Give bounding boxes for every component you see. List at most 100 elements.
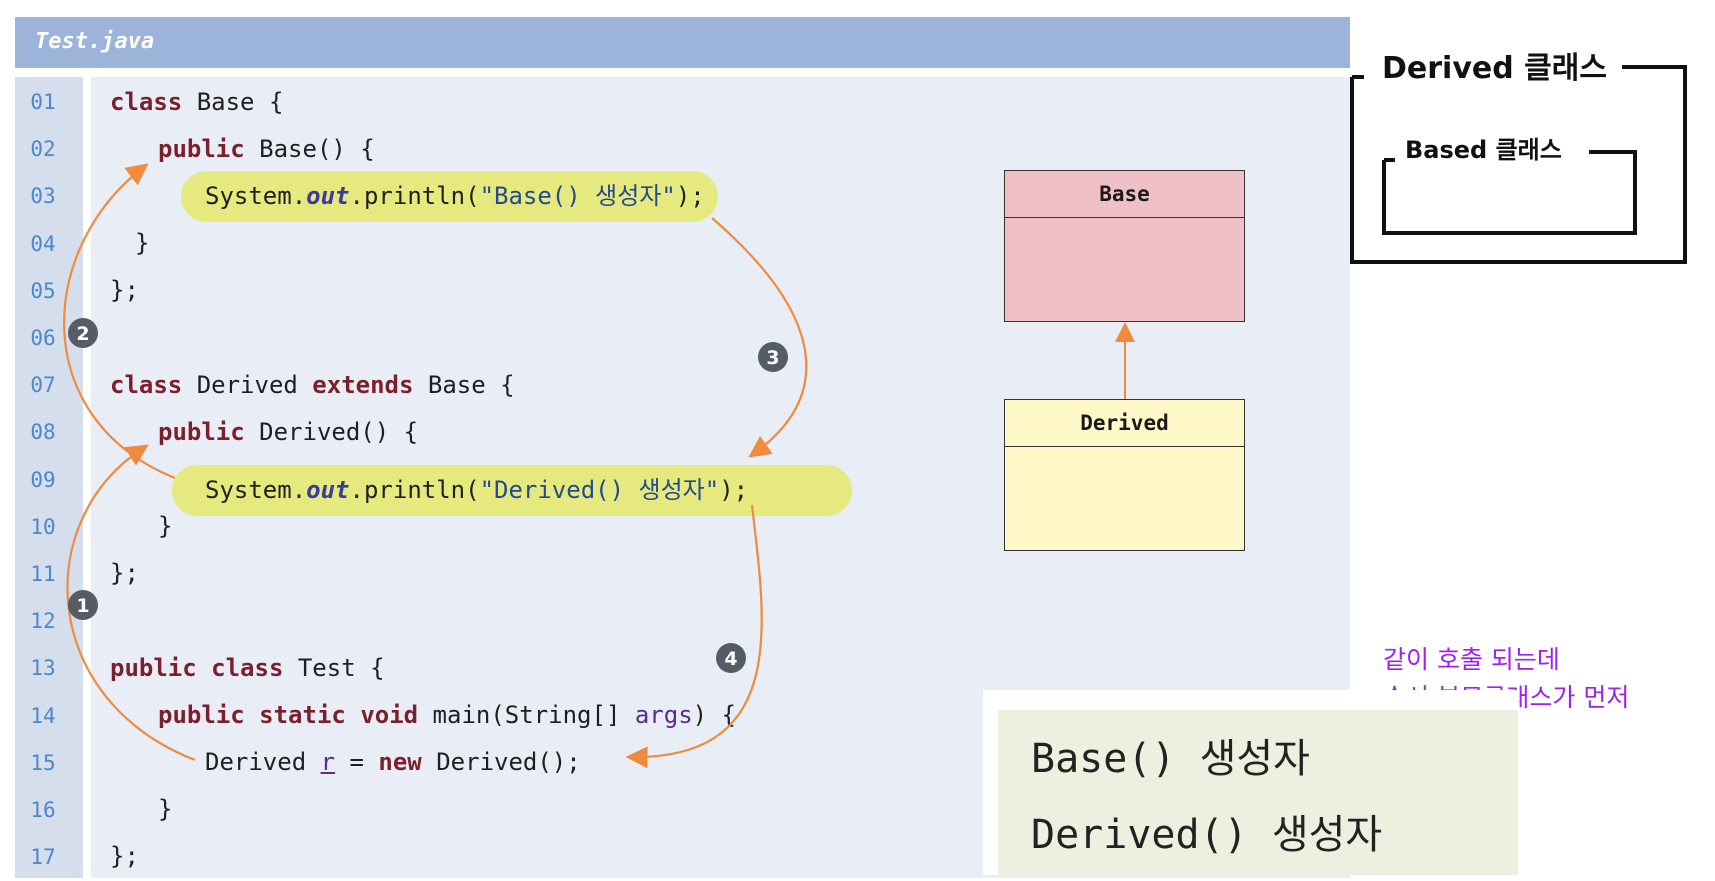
handwritten-outer-label: Derived 클래스 — [1382, 51, 1607, 86]
field-name: out — [306, 476, 350, 504]
line-number: 02 — [30, 137, 56, 162]
code-line-03: System.out.println("Base() 생성자"); — [205, 173, 705, 220]
code-text: } — [135, 229, 150, 257]
keyword: class — [110, 88, 183, 116]
line-number: 13 — [30, 656, 56, 681]
code-line-17: }; — [110, 833, 139, 880]
code-line-15: Derived r = new Derived(); — [205, 739, 581, 786]
code-line-01: class Base { — [110, 79, 283, 126]
code-text: ); — [675, 182, 705, 210]
variable-name: r — [320, 748, 336, 776]
code-text: Derived(); — [421, 748, 581, 776]
highlight-line-09 — [172, 465, 852, 516]
parameter-name: args — [634, 701, 693, 729]
step-marker-3-label: 3 — [766, 347, 779, 369]
code-text: Derived() { — [244, 418, 419, 446]
code-text: main(String[] — [418, 701, 635, 729]
line-number: 17 — [30, 845, 56, 870]
code-text: Test { — [283, 654, 385, 682]
line-number: 16 — [30, 798, 56, 822]
step-marker-2: 2 — [68, 318, 98, 348]
code-line-14: public static void main(String[] args) { — [158, 692, 736, 739]
code-line-07: class Derived extends Base { — [110, 362, 515, 409]
code-line-16: } — [158, 786, 172, 833]
handwritten-inner-box — [1382, 150, 1637, 235]
uml-base-title: Base — [1005, 171, 1244, 218]
step-marker-2-label: 2 — [76, 323, 89, 345]
flow-arrow-3 — [711, 217, 808, 458]
code-line-09: System.out.println("Derived() 생성자"); — [205, 467, 748, 514]
code-text: Base { — [413, 371, 515, 399]
code-text: System. — [205, 182, 307, 210]
step-marker-3: 3 — [758, 342, 788, 372]
code-line-11: }; — [110, 550, 139, 597]
line-number: 09 — [30, 467, 56, 492]
keyword: class — [110, 371, 183, 399]
step-marker-1-label: 1 — [76, 595, 89, 617]
line-number: 01 — [30, 90, 56, 114]
keyword: public — [110, 654, 197, 682]
console-output-panel: Base() 생성자 Derived() 생성자 — [983, 690, 1518, 875]
code-line-13: public class Test { — [110, 645, 385, 692]
line-number-gutter — [15, 77, 83, 878]
line-number: 04 — [30, 231, 56, 256]
line-number: 07 — [30, 373, 56, 398]
code-text: = — [335, 748, 379, 776]
note-line-1: 같이 호출 되는데 — [1383, 645, 1560, 674]
step-marker-1: 1 — [68, 590, 98, 620]
highlight-line-03 — [181, 171, 718, 222]
console-output: Base() 생성자 Derived() 생성자 — [998, 710, 1518, 875]
line-number: 15 — [30, 750, 56, 775]
keyword: public — [158, 135, 245, 163]
string-literal: "Base() 생성자" — [479, 182, 676, 210]
uml-derived-class: Derived — [1004, 399, 1245, 551]
output-line-1: Base() 생성자 — [1031, 736, 1310, 782]
flow-arrow-2 — [63, 163, 176, 480]
uml-base-class: Base — [1004, 170, 1245, 322]
uml-derived-title: Derived — [1005, 400, 1244, 447]
line-number: 05 — [30, 278, 56, 303]
handwritten-inner-label: Based 클래스 — [1405, 136, 1562, 164]
flow-arrow-4 — [625, 504, 763, 769]
step-marker-4-label: 4 — [724, 648, 737, 670]
code-text: }; — [110, 842, 139, 870]
code-text: } — [158, 795, 173, 823]
code-text: .println( — [349, 476, 480, 504]
code-text: Base { — [182, 88, 284, 116]
code-text: Base() { — [244, 135, 375, 163]
code-text: .println( — [349, 182, 480, 210]
keyword: public — [158, 701, 245, 729]
code-line-08: public Derived() { — [158, 409, 418, 456]
keyword: static — [259, 701, 346, 729]
code-text: } — [158, 512, 173, 540]
handwritten-outer-box — [1350, 65, 1687, 264]
string-literal: "Derived() 생성자" — [479, 476, 720, 504]
code-text: Derived — [182, 371, 313, 399]
code-text: }; — [110, 276, 139, 304]
file-title-bar: Test.java — [15, 17, 1350, 68]
line-number: 14 — [30, 703, 56, 728]
line-number: 11 — [30, 562, 56, 586]
code-text: System. — [205, 476, 307, 504]
step-marker-4: 4 — [716, 643, 746, 673]
keyword: extends — [312, 371, 414, 399]
line-number: 10 — [30, 514, 56, 539]
line-number: 12 — [30, 609, 56, 634]
code-text: Derived — [205, 748, 321, 776]
field-name: out — [306, 182, 350, 210]
line-number: 03 — [30, 184, 56, 209]
file-title: Test.java — [35, 29, 155, 54]
output-line-2: Derived() 생성자 — [1031, 812, 1383, 858]
keyword: public — [158, 418, 245, 446]
keyword: void — [360, 701, 419, 729]
code-text: ); — [719, 476, 749, 504]
code-line-05: }; — [110, 267, 139, 314]
code-text: }; — [110, 559, 139, 587]
line-number: 08 — [30, 420, 56, 445]
keyword: class — [211, 654, 284, 682]
line-number: 06 — [30, 326, 56, 350]
keyword: new — [378, 748, 422, 776]
code-line-04: } — [135, 220, 149, 267]
code-line-02: public Base() { — [158, 126, 375, 173]
